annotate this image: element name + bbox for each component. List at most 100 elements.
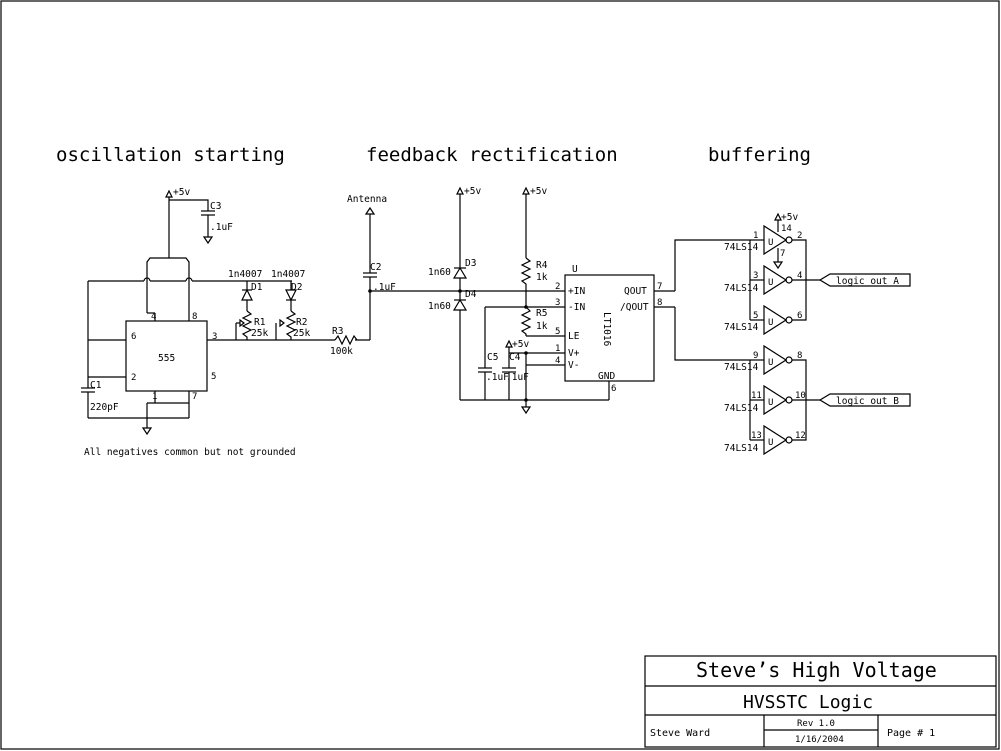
lt1016-pinnum-2: 2: [555, 282, 560, 292]
gate-pin-11: 11: [751, 391, 762, 401]
lt1016-pin-nqout: /QOUT: [620, 302, 649, 313]
c2-capacitor: [363, 272, 377, 278]
d3-ref: D3: [465, 258, 476, 269]
antenna-label: Antenna: [347, 194, 387, 205]
d1-part: 1n4007: [228, 269, 262, 280]
gate-unit-a3: U: [768, 318, 773, 328]
title-block-company: Steve’s High Voltage: [696, 658, 937, 682]
logic-out-a-flag: logic out A: [818, 273, 911, 287]
logic-out-b-flag: logic out B: [818, 393, 911, 407]
r2-ref: R2: [296, 317, 307, 328]
r2-potentiometer: [275, 310, 297, 340]
c5-value: .1uF: [486, 372, 509, 383]
r1-ref: R1: [254, 317, 266, 328]
lt1016-pin-vplus: V+: [568, 348, 580, 359]
gate-pin-2: 2: [797, 231, 802, 241]
gate-part-a2: 74LS14: [724, 283, 759, 294]
lt1016-pin-vminus: V-: [568, 360, 579, 371]
ic555-pin6: 6: [131, 332, 136, 342]
lt1016-pin-le: LE: [568, 331, 580, 342]
vcc-label: +5v: [173, 187, 190, 198]
gate-part-a1: 74LS14: [724, 242, 759, 253]
gate-unit-a2: U: [768, 278, 773, 288]
lt1016-pinnum-3: 3: [555, 298, 560, 308]
d4-diode: [452, 298, 468, 311]
ic555-pin4: 4: [151, 312, 156, 322]
r3-resistor: [334, 334, 358, 346]
title-block-author: Steve Ward: [650, 728, 710, 739]
r5-value: 1k: [536, 321, 548, 332]
gate-unit-b2: U: [768, 398, 773, 408]
c5-ref: C5: [487, 352, 498, 363]
d1-ref: D1: [251, 282, 263, 293]
lt1016-pinnum-6: 6: [611, 384, 616, 394]
title-block-date: 1/16/2004: [795, 735, 844, 745]
vcc-label-r4: +5v: [530, 186, 547, 197]
d4-part: 1n60: [428, 301, 451, 312]
ic555-pin2: 2: [131, 373, 136, 383]
gate-pin-5: 5: [753, 311, 758, 321]
lt1016-pinnum-1: 1: [555, 344, 560, 354]
gate-part-b3: 74LS14: [724, 443, 759, 454]
vcc-label-buffer: +5v: [781, 212, 798, 223]
c2-value: .1uF: [373, 282, 396, 293]
title-block-title: HVSSTC Logic: [743, 692, 873, 713]
lt1016-pinnum-5: 5: [555, 327, 560, 337]
lt1016-pinnum-4: 4: [555, 356, 560, 366]
lt1016-name: LT1016: [601, 312, 612, 347]
oscillator-section: +5v C3 .1uF 555 4 8 6 3 2 5 1 7: [81, 187, 370, 458]
c3-capacitor: [201, 210, 215, 245]
ground-symbol-feedback: [520, 406, 532, 415]
d2-diode: [285, 281, 297, 311]
gate-unit-b1: U: [768, 358, 773, 368]
note-negatives: All negatives common but not grounded: [84, 447, 296, 458]
title-block: Steve’s High Voltage HVSSTC Logic Steve …: [644, 655, 997, 748]
c3-ref: C3: [210, 201, 221, 212]
logic-out-b-label: logic out B: [836, 396, 899, 407]
ic555-pin7: 7: [192, 392, 197, 402]
logic-out-a-label: logic out A: [836, 276, 899, 287]
lt1016-pinnum-7: 7: [657, 282, 662, 292]
d3-part: 1n60: [428, 267, 451, 278]
gate-pin-13: 13: [751, 431, 762, 441]
title-block-page: Page # 1: [887, 728, 935, 739]
d3-diode: [452, 266, 468, 279]
vcc-label-d3: +5v: [464, 186, 481, 197]
ic555-pin5: 5: [211, 372, 216, 382]
buffer-gnd-pin: 7: [780, 249, 785, 259]
vcc-symbol: [165, 189, 173, 200]
gate-pin-3: 3: [753, 271, 758, 281]
lt1016-pin-inminus: -IN: [568, 302, 585, 313]
d4-ref: D4: [465, 289, 477, 300]
gate-unit-b3: U: [768, 438, 773, 448]
section-title-feedback: feedback rectification: [366, 144, 618, 166]
gate-pin-4: 4: [797, 271, 802, 281]
buffer-section: +5v 1 4 7: [674, 212, 911, 456]
d2-part: 1n4007: [271, 269, 305, 280]
r4-ref: R4: [536, 260, 548, 271]
gate-pin-10: 10: [795, 391, 806, 401]
gate-pin-12: 12: [795, 431, 806, 441]
feedback-section: Antenna C2 .1uF +5v 1n60 D3 1n60 D4: [347, 186, 675, 415]
ic555-label: 555: [158, 353, 175, 364]
section-title-oscillation: oscillation starting: [56, 144, 285, 166]
lt1016-pin-gnd: GND: [598, 371, 615, 382]
r4-value: 1k: [536, 272, 548, 283]
r1-potentiometer: [235, 310, 253, 340]
ic555-body: [125, 320, 208, 392]
r3-value: 100k: [330, 346, 353, 357]
d1-diode: [241, 281, 253, 311]
lt1016-pin-qout: QOUT: [624, 286, 647, 297]
ic555-pin8: 8: [192, 312, 197, 322]
r5-resistor: [520, 306, 532, 336]
c1-value: 220pF: [90, 402, 119, 413]
gate-part-a3: 74LS14: [724, 322, 759, 333]
r5-ref: R5: [536, 308, 547, 319]
gate-pin-1: 1: [753, 231, 758, 241]
gate-pin-6: 6: [797, 311, 802, 321]
section-title-buffering: buffering: [708, 144, 811, 166]
lt1016-pinnum-8: 8: [657, 298, 662, 308]
ground-symbol: [141, 427, 153, 436]
